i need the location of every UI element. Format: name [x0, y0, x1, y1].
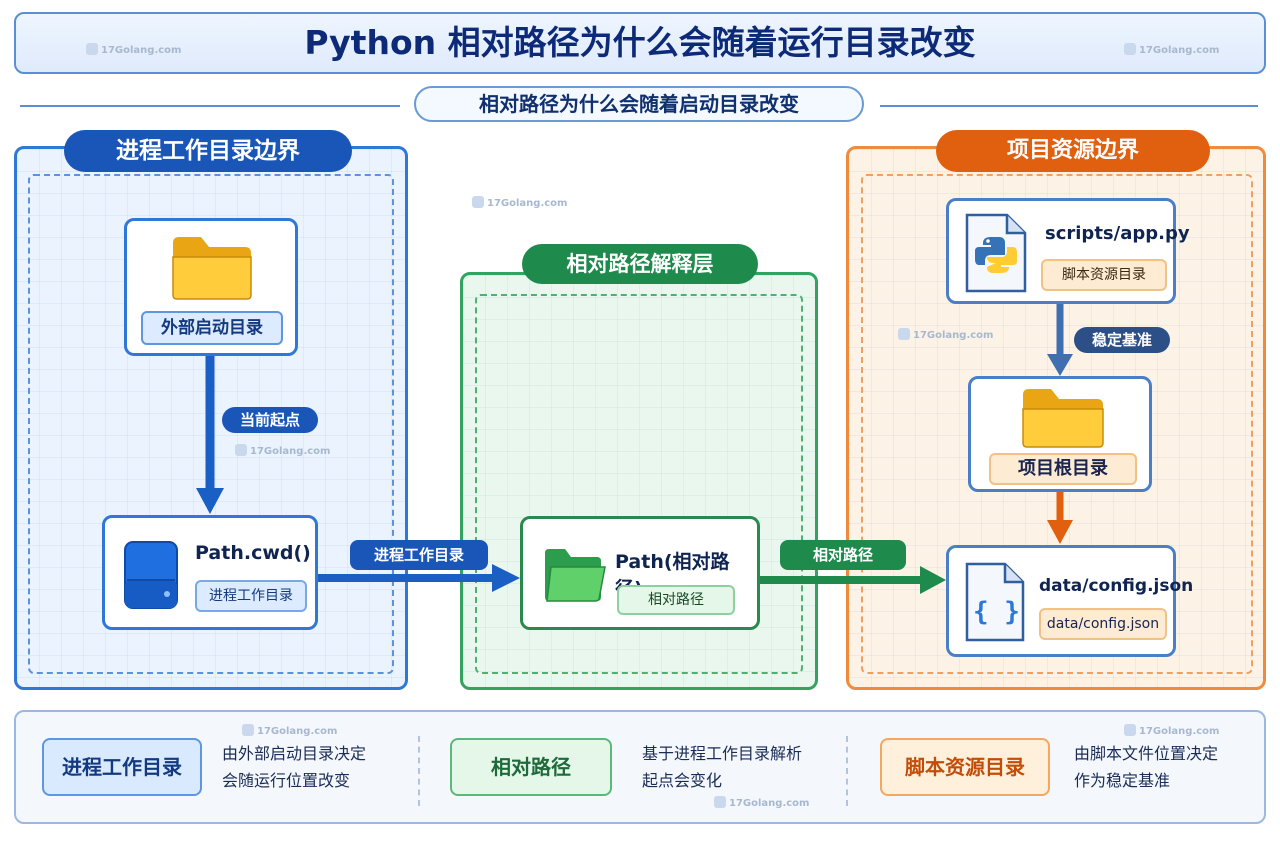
node-label: scripts/app.py — [1045, 223, 1190, 244]
drive-icon — [124, 541, 178, 609]
legend-desc-line: 起点会变化 — [642, 771, 723, 790]
legend-key-process-cwd: 进程工作目录 — [42, 738, 202, 796]
json-file-icon: { } — [965, 562, 1025, 642]
node-script-app: scripts/app.py 脚本资源目录 — [946, 198, 1190, 304]
legend-desc-line: 作为稳定基准 — [1074, 771, 1171, 790]
python-file-icon — [965, 213, 1027, 293]
folder-icon — [172, 237, 252, 300]
svg-text:{ }: { } — [973, 597, 1020, 627]
node-project-root: 项目根目录 — [968, 376, 1152, 492]
legend-desc-process-cwd: 由外部启动目录决定 会随运行位置改变 — [222, 740, 366, 794]
node-config-json: { } data/config.json data/config.json — [946, 545, 1193, 657]
region-title-relative: 相对路径解释层 — [522, 244, 758, 284]
watermark: 17Golang.com — [1124, 724, 1219, 737]
legend-desc-line: 会随运行位置改变 — [222, 771, 351, 790]
region-inner-border — [475, 294, 803, 674]
watermark-text: 17Golang.com — [1139, 45, 1220, 56]
node-path-relative: Path(相对路径) 相对路径 — [520, 516, 760, 630]
legend-key-script-dir: 脚本资源目录 — [880, 738, 1050, 796]
legend-desc-relative-path: 基于进程工作目录解析 起点会变化 — [642, 740, 802, 794]
legend-divider — [846, 736, 848, 806]
watermark: 17Golang.com — [472, 196, 567, 209]
watermark-text: 17Golang.com — [250, 446, 331, 457]
watermark-text: 17Golang.com — [101, 45, 182, 56]
edge-label-stable-base: 稳定基准 — [1074, 327, 1170, 353]
legend-desc-line: 基于进程工作目录解析 — [642, 744, 803, 763]
watermark: 17Golang.com — [242, 724, 337, 737]
watermark: 17Golang.com — [898, 328, 993, 341]
title-bar — [14, 12, 1266, 74]
node-tag: 脚本资源目录 — [1041, 259, 1167, 291]
node-path-cwd: Path.cwd() 进程工作目录 — [102, 515, 318, 630]
watermark-text: 17Golang.com — [1139, 726, 1220, 737]
node-label: Path.cwd() — [195, 542, 311, 564]
folder-icon — [1022, 389, 1104, 448]
region-title-process: 进程工作目录边界 — [64, 130, 352, 172]
divider-left — [20, 105, 400, 107]
node-tag: 进程工作目录 — [195, 580, 307, 612]
watermark-text: 17Golang.com — [913, 330, 994, 341]
watermark: 17Golang.com — [86, 43, 181, 56]
legend-divider — [418, 736, 420, 806]
watermark: 17Golang.com — [714, 796, 809, 809]
node-launch-directory: 外部启动目录 — [124, 218, 298, 356]
region-inner-border — [28, 174, 394, 674]
node-tag: 项目根目录 — [989, 453, 1137, 485]
page-title: Python 相对路径为什么会随着运行目录改变 — [304, 23, 976, 62]
legend-desc-script-dir: 由脚本文件位置决定 作为稳定基准 — [1074, 740, 1218, 794]
node-tag: 外部启动目录 — [141, 311, 283, 345]
region-inner-border — [861, 174, 1253, 674]
subtitle: 相对路径为什么会随着启动目录改变 — [414, 86, 864, 122]
watermark: 17Golang.com — [235, 444, 330, 457]
node-label: data/config.json — [1039, 576, 1194, 596]
watermark-text: 17Golang.com — [257, 726, 338, 737]
node-tag: data/config.json — [1039, 608, 1167, 640]
node-tag: 相对路径 — [617, 585, 735, 615]
edge-label-current-start: 当前起点 — [222, 407, 318, 433]
edge-label-process-cwd: 进程工作目录 — [350, 540, 488, 570]
watermark-text: 17Golang.com — [487, 198, 568, 209]
legend-desc-line: 由外部启动目录决定 — [222, 744, 367, 763]
green-folder-icon — [545, 549, 606, 602]
legend-desc-line: 由脚本文件位置决定 — [1074, 744, 1219, 763]
legend-key-relative-path: 相对路径 — [450, 738, 612, 796]
edge-label-relative-path: 相对路径 — [780, 540, 906, 570]
watermark-text: 17Golang.com — [729, 798, 810, 809]
divider-right — [880, 105, 1258, 107]
legend-panel — [14, 710, 1266, 824]
region-title-project: 项目资源边界 — [936, 130, 1210, 172]
watermark: 17Golang.com — [1124, 43, 1219, 56]
